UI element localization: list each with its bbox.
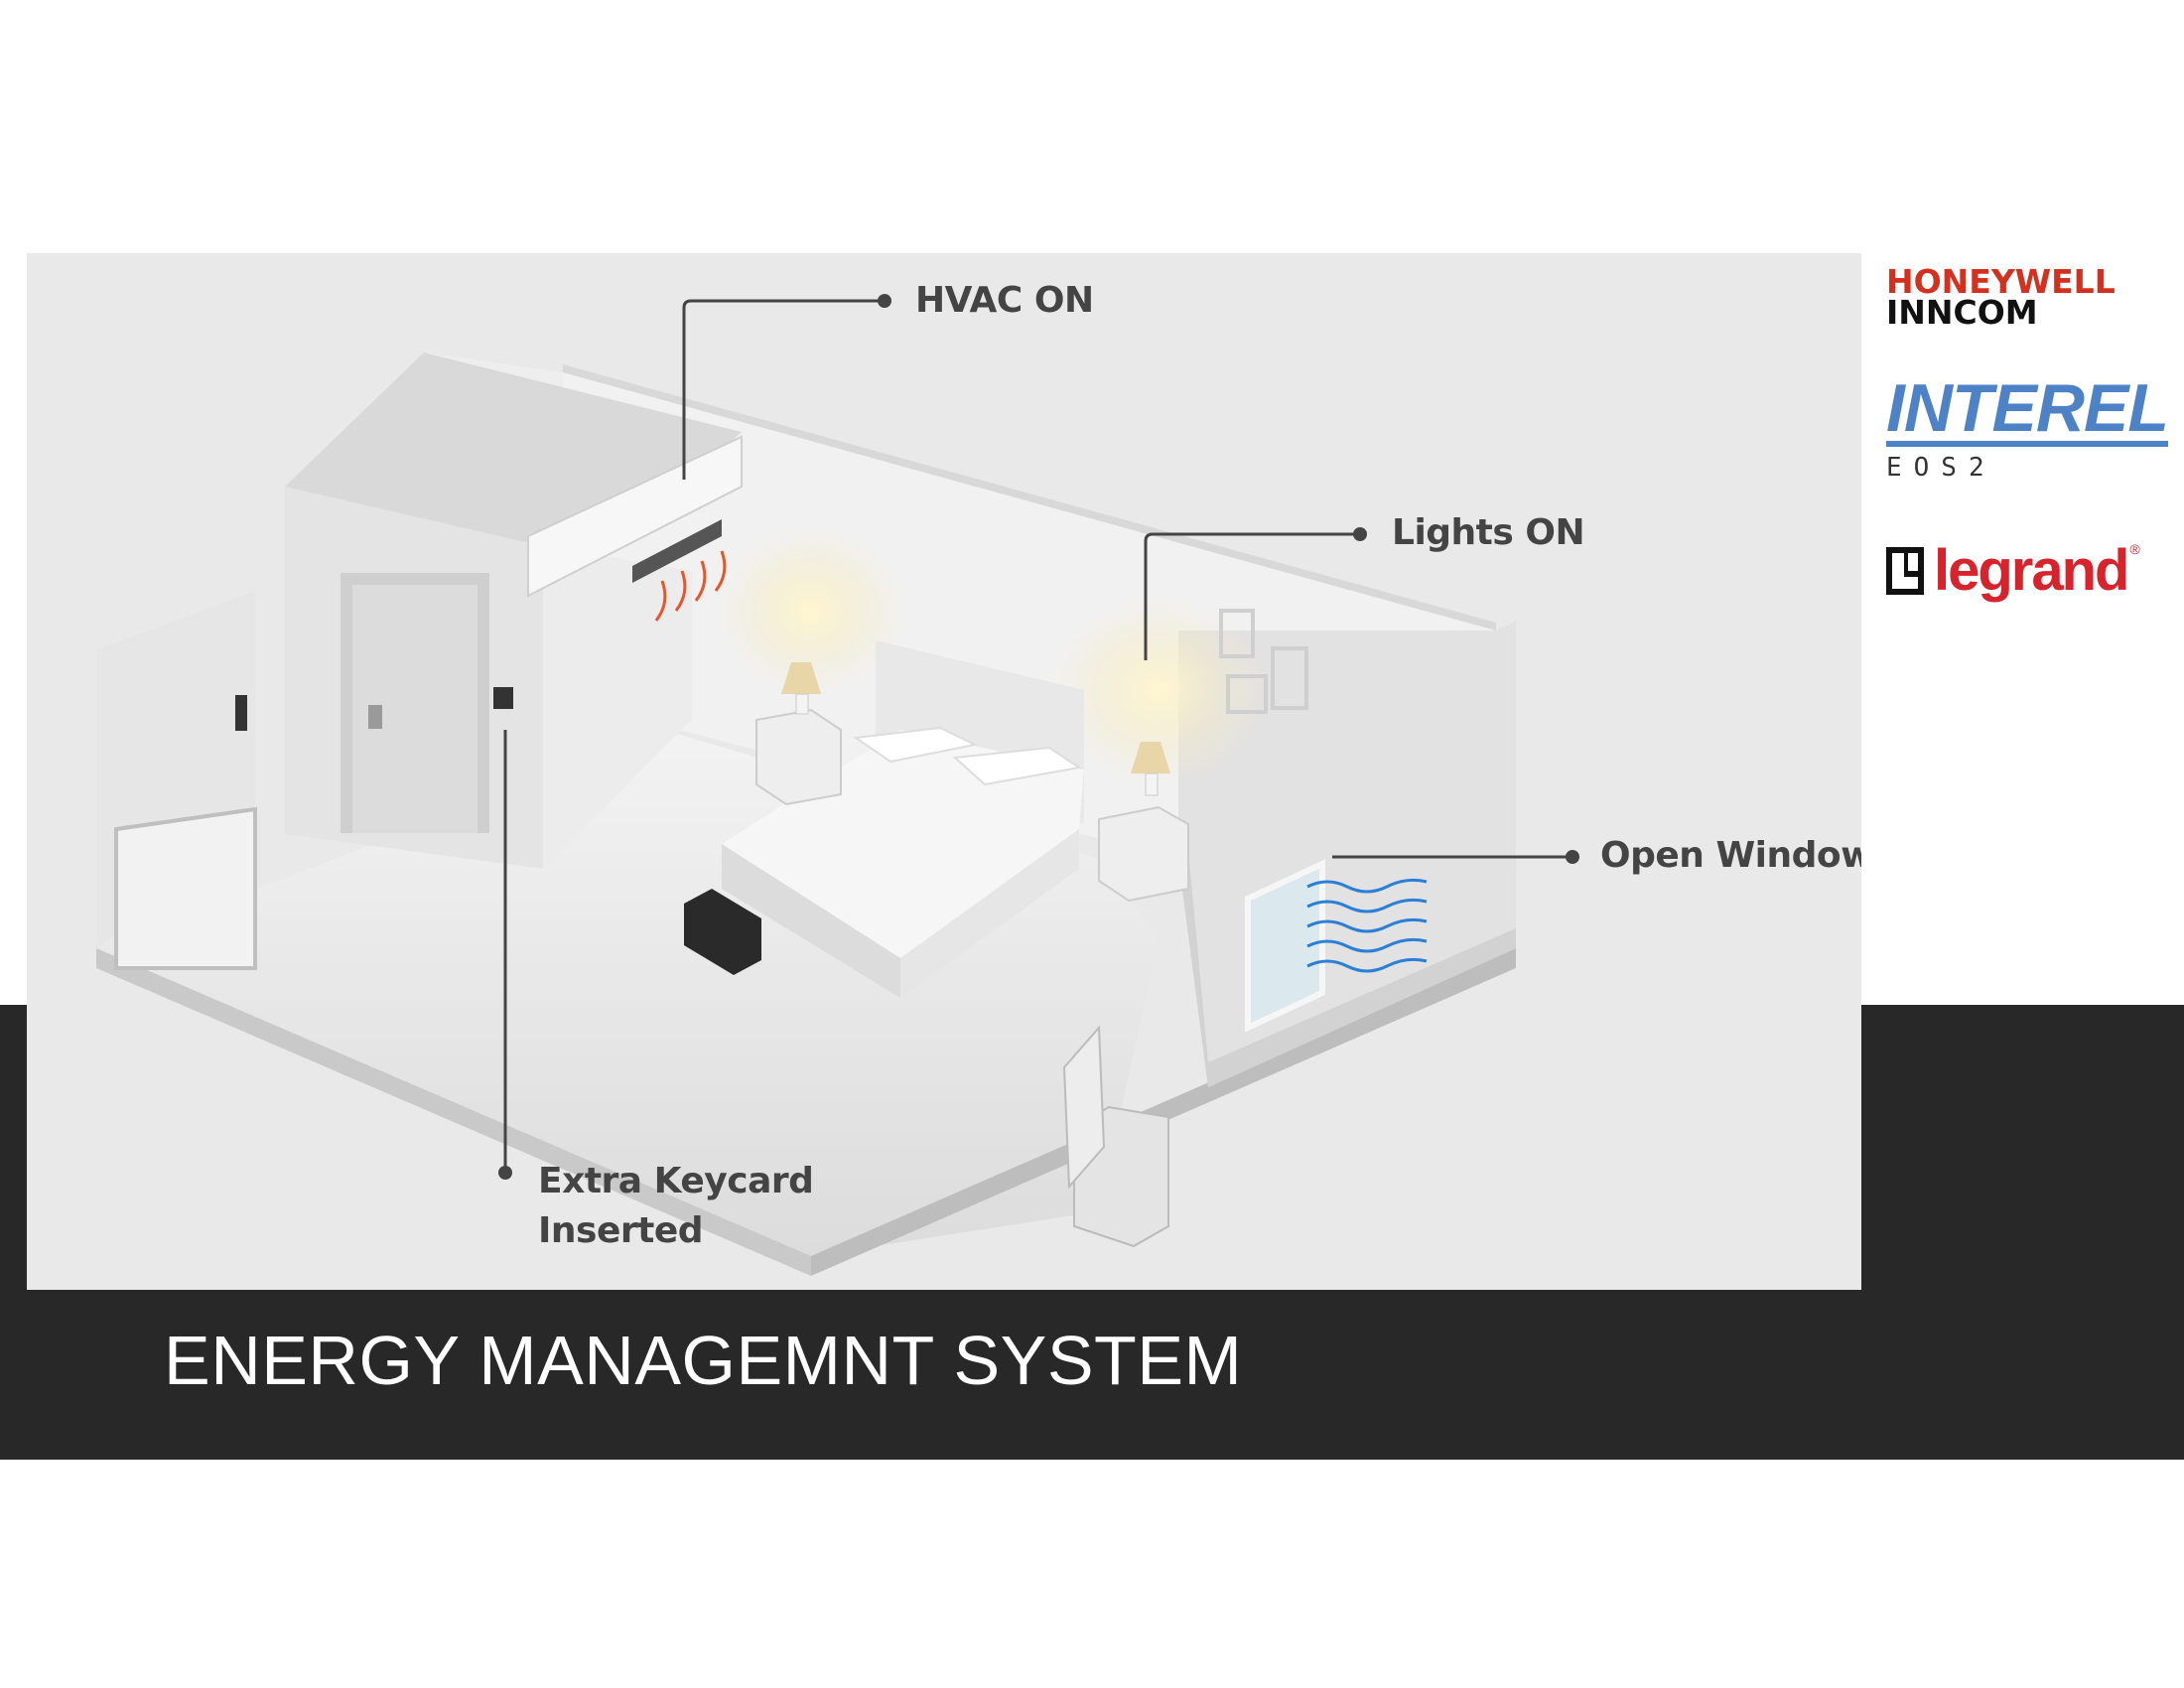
window-airflow-icon (1306, 878, 1428, 973)
keycard-slot-icon (493, 687, 513, 709)
legrand-logo: legrand ® (1886, 541, 2140, 601)
extra-keycard-label: Extra Keycard Inserted (538, 1157, 814, 1256)
callout-dots (498, 294, 1579, 1180)
window (1245, 859, 1325, 1033)
pillow-left (853, 726, 979, 764)
extra-keycard-label-line1: Extra Keycard (538, 1161, 814, 1201)
callout-leaders (503, 299, 1570, 1172)
hvac-vent (632, 519, 722, 583)
wall-frame-2 (1271, 646, 1308, 710)
room-diagram-panel: HVAC ON Lights ON Open Window Extra Keyc… (27, 253, 1861, 1290)
legrand-mark-icon (1886, 547, 1924, 595)
bed-end (900, 829, 1079, 998)
lamp-glow-left (717, 526, 905, 695)
door-handle-icon (368, 705, 382, 729)
floor-edge-right (811, 948, 1516, 1276)
lamp-base-right (1145, 773, 1159, 796)
interel-logo: INTEREL EOS2 (1886, 370, 2169, 483)
wall-frame-1 (1219, 609, 1255, 658)
lamp-glow-right (1049, 596, 1268, 784)
bathroom-wall-side (543, 546, 692, 869)
keycard-lock-icon (235, 695, 247, 731)
hvac-airflow-icon (654, 550, 727, 622)
open-window-label: Open Window (1600, 835, 1861, 876)
right-wall-front (1178, 849, 1516, 1087)
legrand-registered-mark: ® (2129, 541, 2140, 557)
legrand-logo-text: legrand (1934, 538, 2129, 603)
honeywell-logo-text: HONEYWELL (1886, 262, 2116, 301)
lights-leader-line (1144, 532, 1359, 660)
nightstand-left (755, 708, 842, 806)
interel-logo-text: INTEREL (1886, 370, 2169, 447)
hvac-on-label: HVAC ON (915, 280, 1094, 321)
inncom-logo-text: INNCOM (1886, 293, 2038, 332)
wall-frame-3 (1226, 674, 1268, 714)
slide-title: ENERGY MANAGEMNT SYSTEM (164, 1322, 1243, 1399)
lamp-shade-right (1131, 742, 1170, 774)
floor-edge (96, 948, 811, 1276)
lamp-base-left (795, 693, 809, 715)
hvac-unit (527, 435, 743, 598)
interel-logo-subtext: EOS2 (1886, 453, 1996, 483)
back-wall-main-top (563, 364, 1496, 631)
closet-rack (114, 806, 257, 970)
lamp-shade-left (781, 662, 821, 694)
hvac-leader-line (682, 299, 883, 480)
bed-side (722, 844, 900, 998)
honeywell-inncom-logo: HONEYWELL INNCOM (1886, 262, 2116, 332)
extra-keycard-label-line2: Inserted (538, 1210, 704, 1251)
chair (1062, 1025, 1106, 1190)
hotel-room-illustration (96, 294, 1579, 1276)
lights-on-label: Lights ON (1392, 512, 1585, 553)
nightstand-right (1098, 805, 1189, 903)
suitcase-icon (684, 889, 761, 975)
pillow-right (952, 746, 1082, 786)
